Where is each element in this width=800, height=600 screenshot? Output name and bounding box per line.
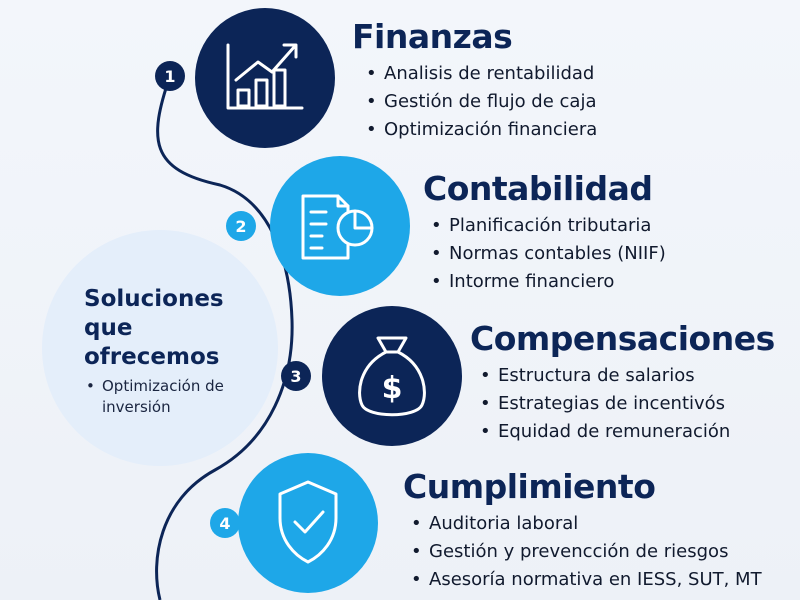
step-1-title: Finanzas <box>352 17 513 56</box>
step-3-bullet: Equidad de remuneración <box>480 418 775 446</box>
step-4-bullet: Gestión y prevencción de riesgos <box>411 538 762 566</box>
step-2-list: Planificación tributaria Normas contable… <box>431 212 666 296</box>
step-3-badge <box>281 361 311 391</box>
step-2-badge <box>226 211 256 241</box>
step-2-bullet: Intorme financiero <box>431 268 666 296</box>
document-pie-icon <box>301 194 374 260</box>
step-1-bullet: Optimización financiera <box>366 116 597 144</box>
step-4-bullet: Auditoria laboral <box>411 510 762 538</box>
chart-growth-icon <box>226 43 304 110</box>
step-4-node <box>238 453 378 593</box>
step-1-list: Analisis de rentabilidad Gestión de fluj… <box>366 60 597 144</box>
step-4-panel: Cumplimiento Auditoria laboral Gestión y… <box>403 467 762 595</box>
step-2-bullet: Normas contables (NIIF) <box>431 240 666 268</box>
center-bullet: Optimización de inversión <box>86 376 272 418</box>
step-4-number: 4 <box>219 514 230 533</box>
svg-text:$: $ <box>382 371 403 406</box>
step-2-panel: Contabilidad Planificación tributaria No… <box>423 169 666 297</box>
step-2-bullet: Planificación tributaria <box>431 212 666 240</box>
step-1-badge <box>155 61 185 91</box>
step-4-title: Cumplimiento <box>403 467 656 506</box>
money-bag-icon: $ <box>358 336 426 417</box>
step-2-node <box>270 156 410 296</box>
connector-path <box>155 75 294 600</box>
step-3-title: Compensaciones <box>470 319 775 358</box>
center-title: Soluciones que ofrecemos <box>84 286 224 370</box>
step-1-number: 1 <box>164 67 175 86</box>
shield-check-icon <box>278 480 338 564</box>
step-3-number: 3 <box>290 367 301 386</box>
step-3-node: $ <box>322 306 462 446</box>
step-4-list: Auditoria laboral Gestión y prevencción … <box>411 510 762 594</box>
step-3-bullet: Estructura de salarios <box>480 362 775 390</box>
step-1-bullet: Gestión de flujo de caja <box>366 88 597 116</box>
step-4-bullet: Asesoría normativa en IESS, SUT, MT <box>411 566 762 594</box>
step-4-badge <box>210 508 240 538</box>
step-3-list: Estructura de salarios Estrategias de in… <box>480 362 775 446</box>
step-2-title: Contabilidad <box>423 169 653 208</box>
step-2-number: 2 <box>235 217 246 236</box>
step-3-bullet: Estrategias de incentivós <box>480 390 775 418</box>
step-3-panel: Compensaciones Estructura de salarios Es… <box>470 319 775 447</box>
step-1-bullet: Analisis de rentabilidad <box>366 60 597 88</box>
step-1-panel: Finanzas Analisis de rentabilidad Gestió… <box>352 17 597 145</box>
step-1-node <box>195 8 335 148</box>
